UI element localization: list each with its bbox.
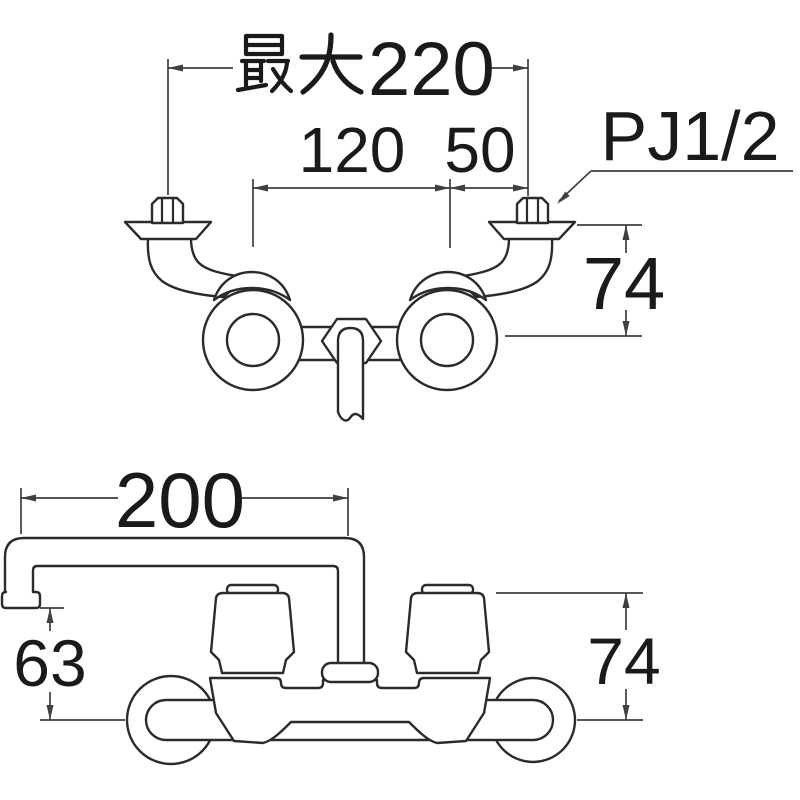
thread-label-group: PJ1/2 (557, 97, 793, 204)
arrowhead-left (168, 64, 183, 72)
swing-spout (0, 536, 366, 668)
dimension-spout-length: 200 (20, 456, 349, 544)
right-handle (404, 583, 491, 675)
dim-max-width-value: 220 (368, 27, 495, 112)
dimension-pitch-offset: 120 50 (252, 114, 528, 248)
nut-facets (160, 199, 175, 222)
left-handle (209, 583, 296, 675)
dim-eccentric-offset: 50 (444, 114, 515, 186)
faucet-body (208, 676, 492, 745)
dim-wall-height-top: 74 (583, 242, 665, 325)
wall-flange (123, 220, 213, 241)
left-valve-inner-circle (225, 312, 281, 368)
arrowhead-right (513, 64, 528, 72)
spout-nut (320, 661, 380, 684)
front-view: 200 63 74 (0, 456, 661, 766)
spout-stub-broken (336, 326, 365, 422)
dimension-height-front: 74 (496, 592, 661, 721)
left-inlet-leg (123, 196, 292, 302)
dimension-height-top: 74 (505, 224, 665, 337)
dim-wall-height-front: 74 (587, 624, 660, 698)
right-inlet-leg (408, 196, 577, 302)
top-view: 220 120 50 PJ1/2 74 (123, 27, 793, 422)
dimension-spout-drop: 63 (13, 607, 125, 721)
leader-arrowhead (557, 191, 570, 204)
thread-size-label: PJ1/2 (601, 97, 780, 175)
dim-spout-length: 200 (115, 456, 245, 544)
dim-pipe-pitch: 120 (299, 114, 406, 186)
handle-body (209, 591, 296, 675)
kanji-prefix-saidai (235, 32, 364, 95)
connection-nut (150, 196, 185, 225)
valve-collar (212, 270, 292, 302)
dimension-max-width: 220 (167, 27, 529, 196)
dim-spout-drop: 63 (13, 626, 86, 700)
right-valve-inner-circle (419, 312, 475, 368)
